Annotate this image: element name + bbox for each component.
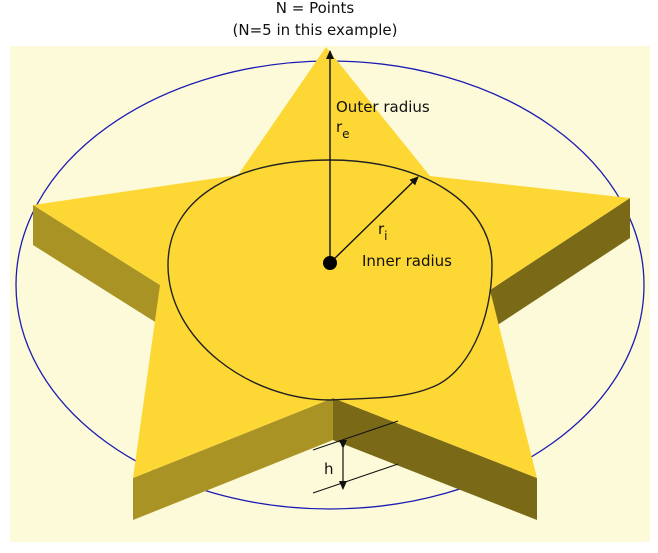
inner-radius-label: Inner radius bbox=[362, 252, 452, 270]
title-line-2: (N=5 in this example) bbox=[233, 21, 398, 39]
outer-radius-label: Outer radius bbox=[336, 98, 430, 116]
height-label: h bbox=[324, 460, 334, 478]
center-point bbox=[323, 256, 337, 270]
inner-radius-arrow bbox=[329, 176, 419, 264]
star-side-faces bbox=[33, 198, 630, 520]
outer-radius-symbol: re bbox=[336, 118, 350, 141]
title-line-1: N = Points bbox=[276, 0, 355, 17]
height-dimension bbox=[312, 420, 399, 494]
inner-radius-symbol: ri bbox=[378, 220, 388, 243]
inner-circle bbox=[167, 159, 493, 401]
